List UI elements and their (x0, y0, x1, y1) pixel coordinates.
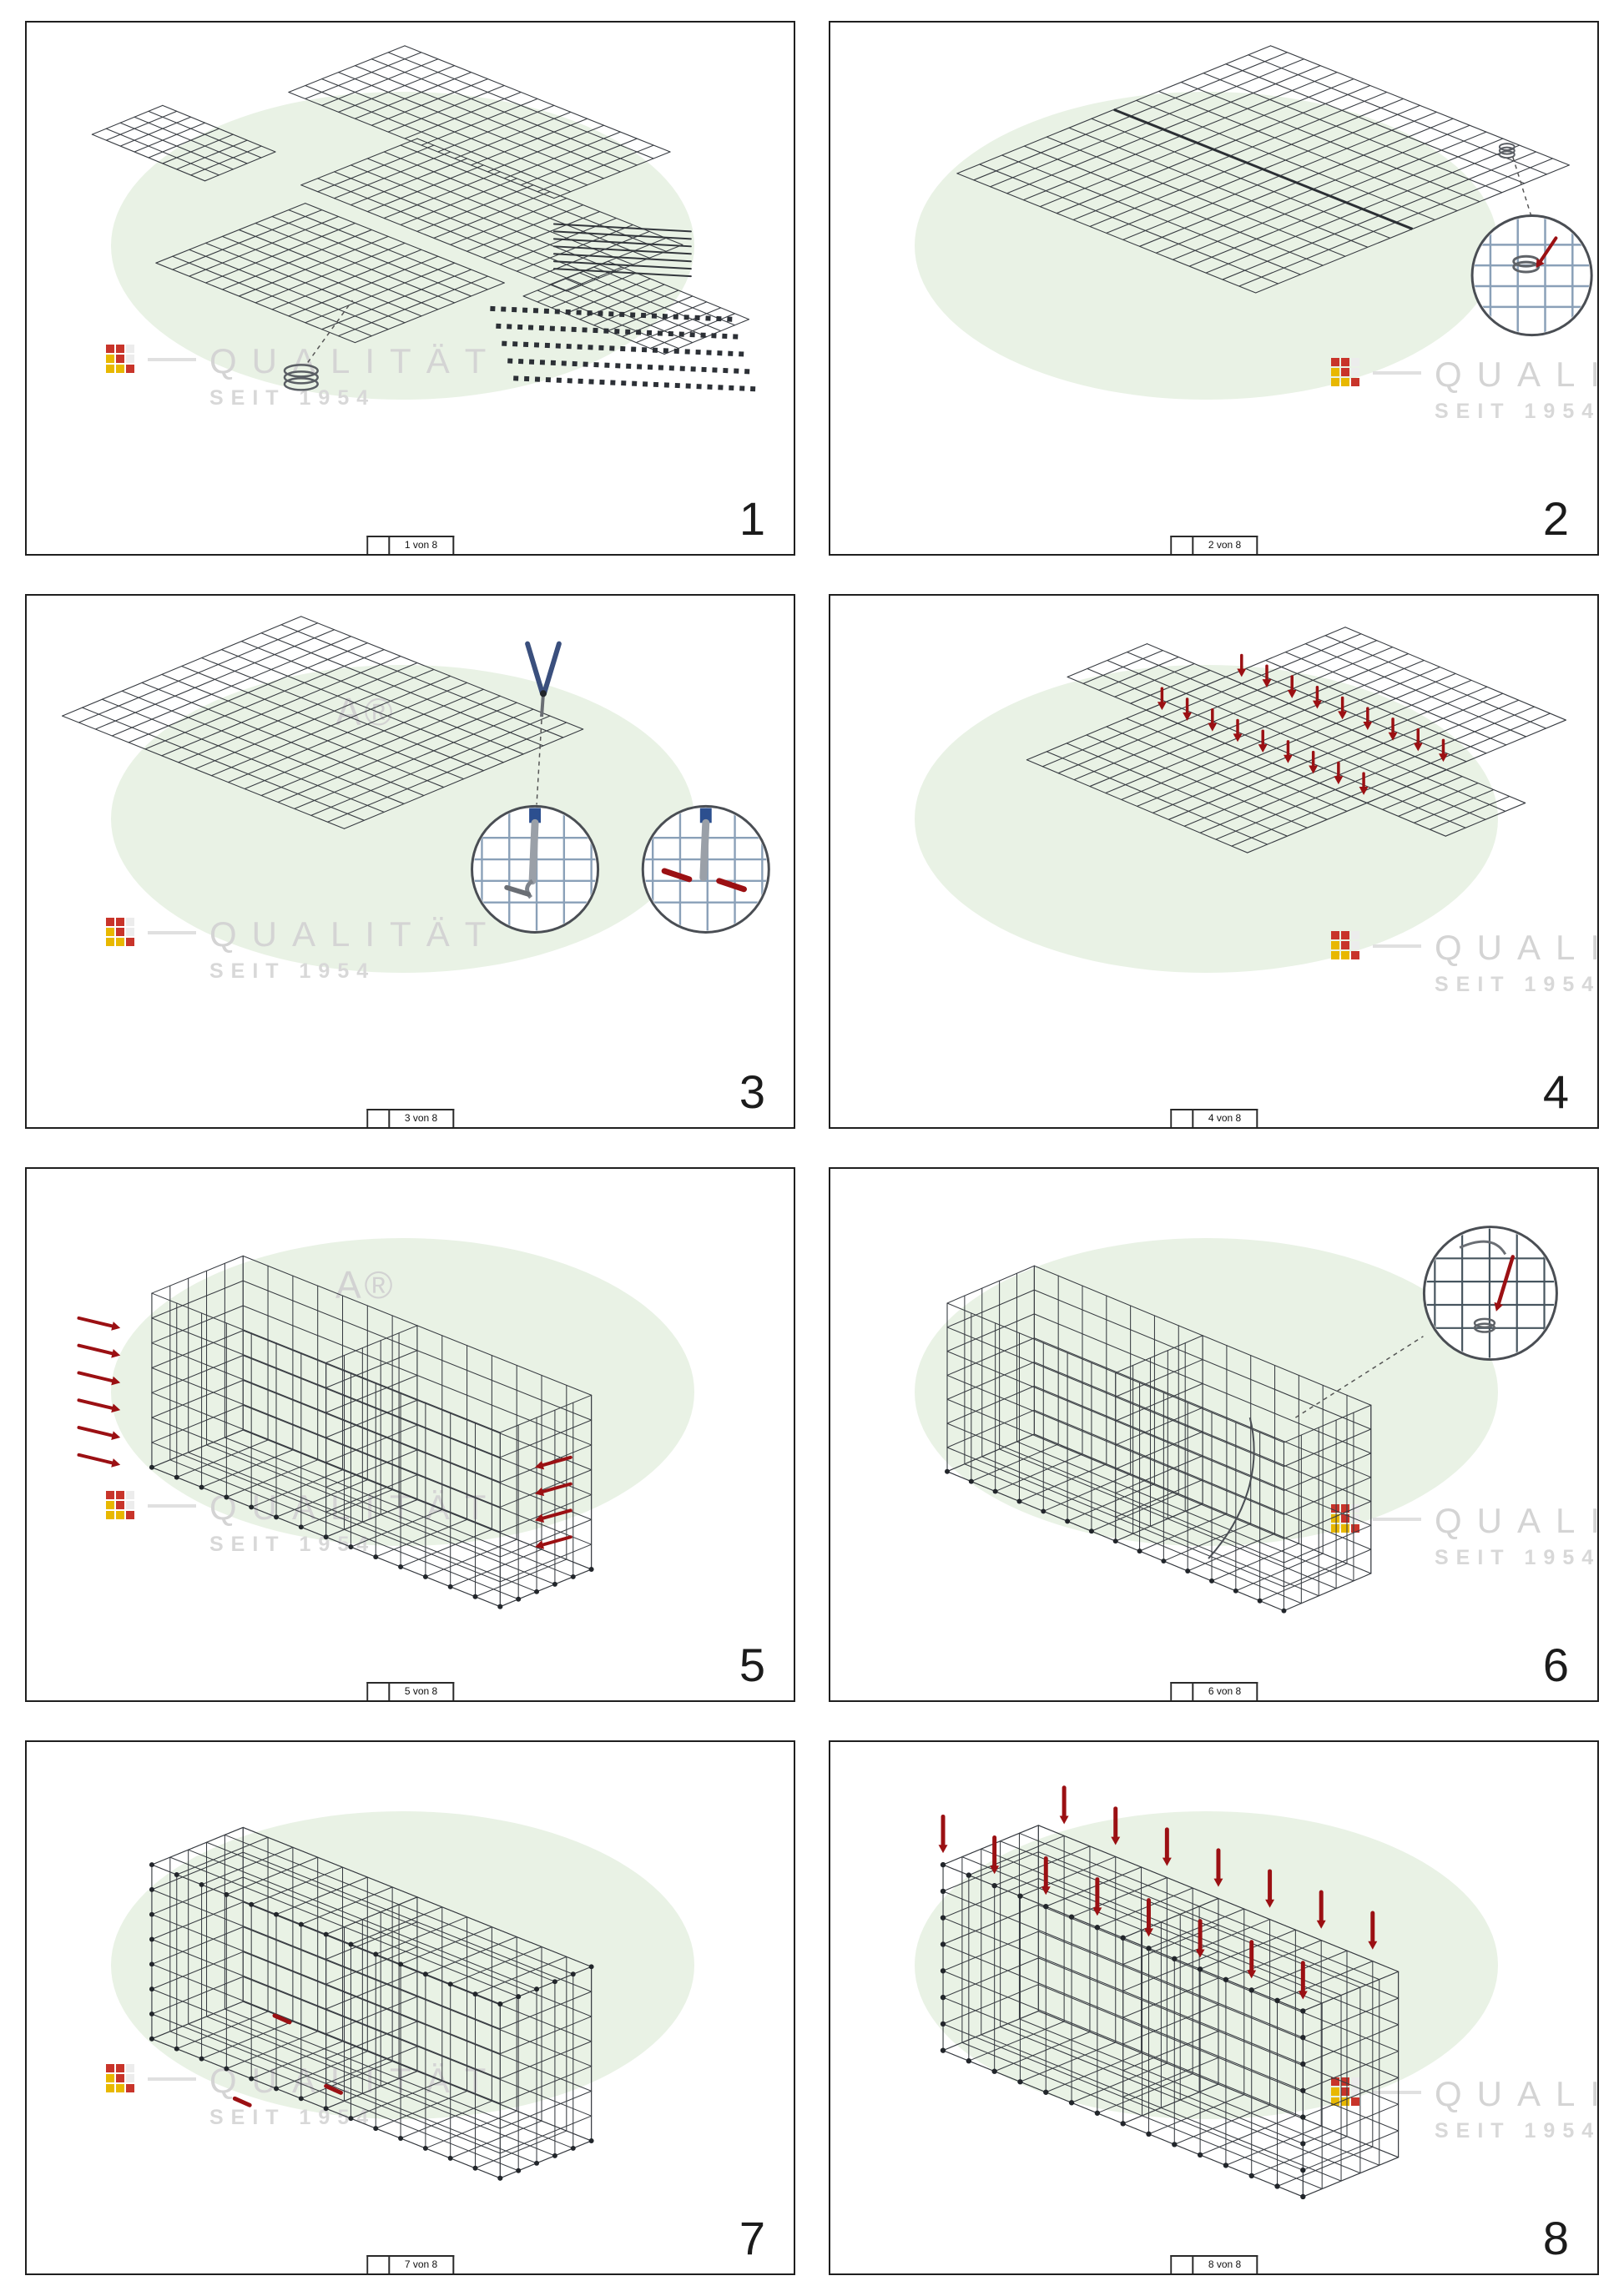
sheet-label-cell (1171, 2257, 1193, 2273)
sheet-number-label: 1 von 8 (404, 539, 438, 551)
watermark-quality-text: QUALITÄT (1435, 2074, 1597, 2113)
sheet-label-cell (1171, 1110, 1193, 1127)
step-number: 5 (739, 1639, 765, 1691)
watermark-rule (1373, 1518, 1421, 1521)
watermark-ellipse (111, 664, 694, 974)
watermark-ellipse (915, 1237, 1498, 1547)
watermark-quality-text: QUALITÄT (1435, 355, 1597, 394)
watermark-year-text: SEIT 1954 (209, 2106, 376, 2129)
sheet-label-cell (1171, 537, 1193, 554)
watermark-year-text: SEIT 1954 (209, 1533, 376, 1556)
step-panel-1: QUALITÄT SEIT 1954 1 von 8 1 (25, 21, 795, 556)
watermark-year-text: SEIT 1954 (1435, 400, 1599, 423)
brand-watermark: A® QUALITÄT SEIT 1954 (27, 1169, 794, 1700)
brand-logo-icon (106, 345, 134, 373)
illustration-mesh-spiral-zoom (956, 45, 1593, 337)
step-number: 3 (739, 1065, 765, 1118)
brand-logo-icon (1331, 931, 1359, 959)
brand-logo-icon (106, 2064, 134, 2092)
sheet-label-cell (367, 1684, 390, 1700)
sheet-label-box: 5 von 8 (366, 1682, 455, 1700)
sheet-label-cell (367, 1110, 390, 1127)
watermark-year-text: SEIT 1954 (1435, 973, 1599, 996)
watermark-rule (1373, 2091, 1421, 2094)
brand-watermark: QUALITÄT SEIT 1954 (27, 23, 794, 554)
step-panel-6: QUALITÄT SEIT 1954 6 von 8 6 (829, 1167, 1599, 1702)
illustration-final-press (938, 1785, 1400, 2200)
watermark-rule (148, 1504, 196, 1508)
step-panel-8: QUALITÄT SEIT 1954 8 von 8 8 (829, 1740, 1599, 2275)
brand-logo-icon (1331, 358, 1359, 386)
sheet-number-label: 2 von 8 (1208, 539, 1242, 551)
illustration-unfolded-cross (1026, 627, 1566, 853)
step-number: 1 (739, 492, 765, 545)
watermark-ellipse (111, 91, 694, 400)
step-number: 7 (739, 2212, 765, 2264)
sheet-number-label: 3 von 8 (404, 1112, 438, 1124)
step-panel-7: QUALITÄT SEIT 1954 7 von 8 7 (25, 1740, 795, 2275)
illustration-mesh-pliers-zoom (62, 616, 770, 934)
step-number: 2 (1542, 492, 1569, 545)
watermark-rule (148, 931, 196, 934)
watermark-quality-text: QUALITÄT (1435, 928, 1597, 967)
illustration-walls-lacing-zoom (945, 1226, 1558, 1614)
brand-watermark: A® QUALITÄT SEIT 1954 (27, 596, 794, 1127)
step-panel-3: A® QUALITÄT SEIT 1954 3 von 8 3 (25, 594, 795, 1129)
sheet-label-box: 1 von 8 (366, 536, 455, 554)
watermark-rule (148, 358, 196, 361)
step-panel-5: A® QUALITÄT SEIT 1954 5 von 8 5 (25, 1167, 795, 1702)
watermark-quality-text: QUALITÄT (209, 341, 502, 380)
watermark-year-text: SEIT 1954 (1435, 2119, 1599, 2142)
step-panel-4: QUALITÄT SEIT 1954 4 von 8 4 (829, 594, 1599, 1129)
sheet-label-box: 4 von 8 (1169, 1109, 1258, 1127)
sheet-label-cell (367, 537, 390, 554)
watermark-year-text: SEIT 1954 (1435, 1546, 1599, 1569)
watermark-year-text: SEIT 1954 (209, 386, 376, 410)
sheet-number-label: 5 von 8 (404, 1685, 438, 1697)
step-number: 8 (1542, 2212, 1569, 2264)
brand-logo-icon (106, 918, 134, 946)
sheet-label-box: 8 von 8 (1169, 2255, 1258, 2273)
sheet-label-box: 2 von 8 (1169, 536, 1258, 554)
illustration-closed-lid (149, 1826, 594, 2181)
watermark-quality-text: QUALITÄT (1435, 1501, 1597, 1540)
sheet-label-cell (367, 2257, 390, 2273)
illustration-parts-overview (91, 45, 756, 392)
watermark-ellipse (111, 1237, 694, 1547)
sheet-number-label: 7 von 8 (404, 2258, 438, 2270)
sheet-label-box: 6 von 8 (1169, 1682, 1258, 1700)
watermark-quality-text: QUALITÄT (209, 914, 502, 954)
brand-registered-mark: A® (335, 1263, 396, 1307)
illustration-assembled-walls (77, 1255, 594, 1609)
watermark-rule (1373, 944, 1421, 948)
watermark-rule (1373, 371, 1421, 375)
sheet-label-box: 7 von 8 (366, 2255, 455, 2273)
step-panel-2: QUALITÄT SEIT 1954 2 von 8 2 (829, 21, 1599, 556)
brand-logo-icon (1331, 2077, 1359, 2106)
sheet-label-box: 3 von 8 (366, 1109, 455, 1127)
sheet-number-label: 4 von 8 (1208, 1112, 1242, 1124)
sheet-number-label: 6 von 8 (1208, 1685, 1242, 1697)
watermark-rule (148, 2077, 196, 2081)
brand-logo-icon (106, 1491, 134, 1519)
sheet-number-label: 8 von 8 (1208, 2258, 1242, 2270)
step-number: 4 (1542, 1065, 1569, 1118)
brand-watermark: QUALITÄT SEIT 1954 (830, 1169, 1597, 1700)
sheet-label-cell (1171, 1684, 1193, 1700)
watermark-year-text: SEIT 1954 (209, 959, 376, 983)
step-number: 6 (1542, 1639, 1569, 1691)
